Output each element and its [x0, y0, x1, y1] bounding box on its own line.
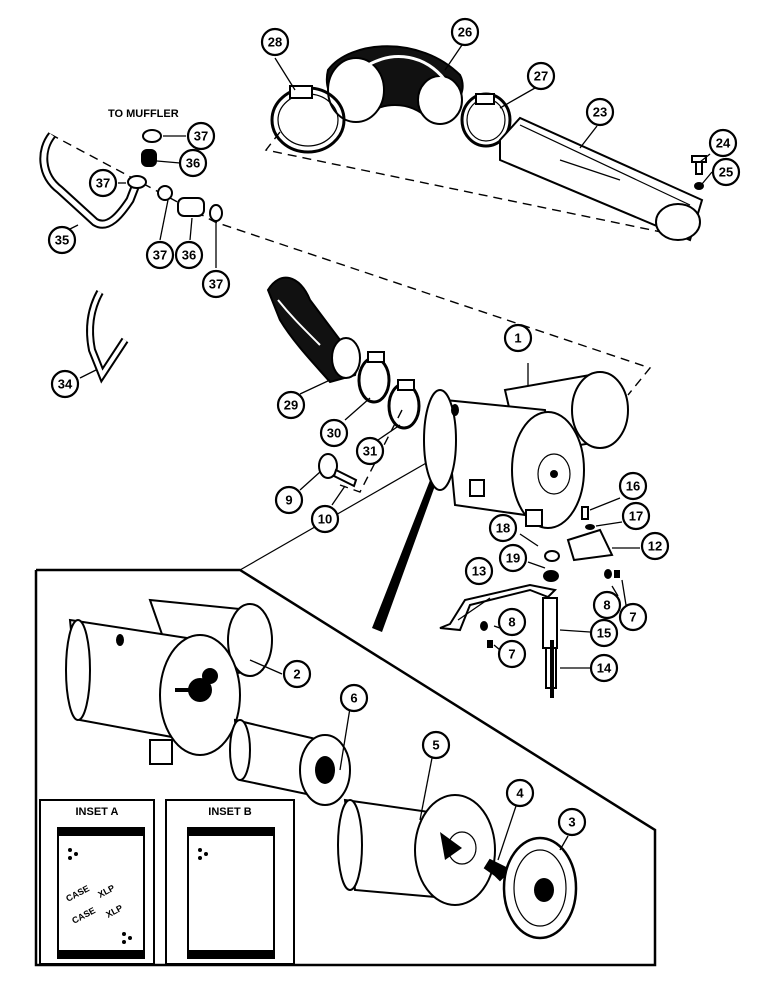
callout: 25 [711, 157, 741, 187]
callout-5: 5 [432, 738, 439, 753]
callout-10: 10 [318, 512, 332, 527]
callout: 30 [319, 418, 349, 448]
callout: 8 [592, 590, 622, 620]
callout-36-a: 36 [186, 156, 200, 171]
callout: 37 [88, 168, 118, 198]
breather-tube-35 [39, 132, 142, 229]
callout-24: 24 [716, 136, 731, 151]
callout-8-b: 8 [603, 598, 610, 613]
callout: 18 [488, 513, 518, 543]
callout: 5 [421, 730, 451, 760]
callout: 9 [274, 485, 304, 515]
callout: 36 [178, 148, 208, 178]
breather-tube-34 [86, 290, 129, 384]
hose-clamp-30 [357, 351, 391, 404]
callout: 1 [503, 323, 533, 353]
hose-clamp-31 [387, 379, 421, 430]
callout: 12 [640, 531, 670, 561]
callout-27: 27 [534, 69, 548, 84]
leader-lines [67, 44, 713, 861]
callout: 7 [618, 602, 648, 632]
callout-37-d: 37 [209, 277, 223, 292]
inset-b-title: INSET B [208, 806, 251, 818]
callout: 24 [708, 128, 738, 158]
inset-b-panel: INSET B [165, 799, 295, 965]
callout-17: 15 [597, 626, 611, 641]
callout-6: 6 [350, 691, 357, 706]
callout: 27 [526, 61, 556, 91]
air-cleaner-body-2 [65, 598, 273, 765]
callout-34: 34 [58, 377, 73, 392]
valve-9-bolt-10 [318, 453, 358, 488]
callout-7-b: 7 [629, 610, 636, 625]
callout-36-b: 36 [182, 248, 196, 263]
callout-9: 9 [285, 493, 292, 508]
callout-8-a: 8 [508, 615, 515, 630]
callout: 37 [201, 269, 231, 299]
callout-14: 16 [626, 479, 640, 494]
callout: 8 [497, 607, 527, 637]
callout: 34 [50, 369, 80, 399]
callout-29: 29 [284, 398, 298, 413]
inset-a-panel: INSET A CASE XLP CASE XLP [39, 799, 155, 965]
callout-4: 4 [516, 786, 524, 801]
callout-18: 18 [496, 521, 510, 536]
callout: 3 [557, 807, 587, 837]
elbow-hose [325, 45, 464, 125]
callout: 26 [450, 17, 480, 47]
callout-19: 19 [506, 551, 520, 566]
callout: 6 [339, 683, 369, 713]
callout-31: 31 [363, 444, 377, 459]
callout-16: 14 [597, 661, 612, 676]
callout-23: 23 [593, 105, 607, 120]
callout: 13 [464, 556, 494, 586]
callout-1: 1 [514, 331, 521, 346]
callout: 36 [174, 240, 204, 270]
callout-37-a: 37 [194, 129, 208, 144]
callout: 17 [621, 501, 651, 531]
callout: 31 [355, 436, 385, 466]
callout-7-a: 7 [508, 647, 515, 662]
callout-13: 13 [472, 564, 486, 579]
callout: 10 [310, 504, 340, 534]
callout-25: 25 [719, 165, 733, 180]
air-cleaner-assembly [423, 371, 629, 529]
bolt-24-washer-25 [691, 155, 707, 190]
inset-a-title: INSET A [76, 806, 119, 818]
callout: 29 [276, 390, 306, 420]
callout: 37 [145, 240, 175, 270]
hose-clamp-28 [270, 85, 346, 154]
callout-37-c: 37 [153, 248, 167, 263]
callout: 23 [585, 97, 615, 127]
callout-15: 17 [629, 509, 643, 524]
to-muffler-label: TO MUFFLER [108, 108, 179, 120]
callout-35: 35 [55, 233, 69, 248]
callout-2: 2 [293, 667, 300, 682]
callout: 16 [618, 471, 648, 501]
callout-37-b: 37 [96, 176, 110, 191]
callout: 35 [47, 225, 77, 255]
mounting-hardware [439, 506, 620, 698]
cover-3 [502, 836, 578, 940]
callout: 14 [589, 653, 619, 683]
callout: 7 [497, 639, 527, 669]
callout: 19 [498, 543, 528, 573]
precleaner-hose-29 [266, 276, 361, 384]
outer-filter-5 [337, 794, 496, 906]
callout-3: 3 [568, 815, 575, 830]
callout: 37 [186, 121, 216, 151]
callout-12: 12 [648, 539, 662, 554]
small-clamps-and-sleeves [127, 129, 223, 222]
inner-filter-6 [229, 718, 351, 806]
callout-30: 30 [327, 426, 341, 441]
callout-28: 28 [268, 35, 282, 50]
callout: 4 [505, 778, 535, 808]
callout-26: 26 [458, 25, 472, 40]
callout: 15 [589, 618, 619, 648]
hose-clamp-27 [460, 92, 512, 148]
callout: 28 [260, 27, 290, 57]
callout: 2 [282, 659, 312, 689]
air-inlet-duct [499, 116, 704, 242]
